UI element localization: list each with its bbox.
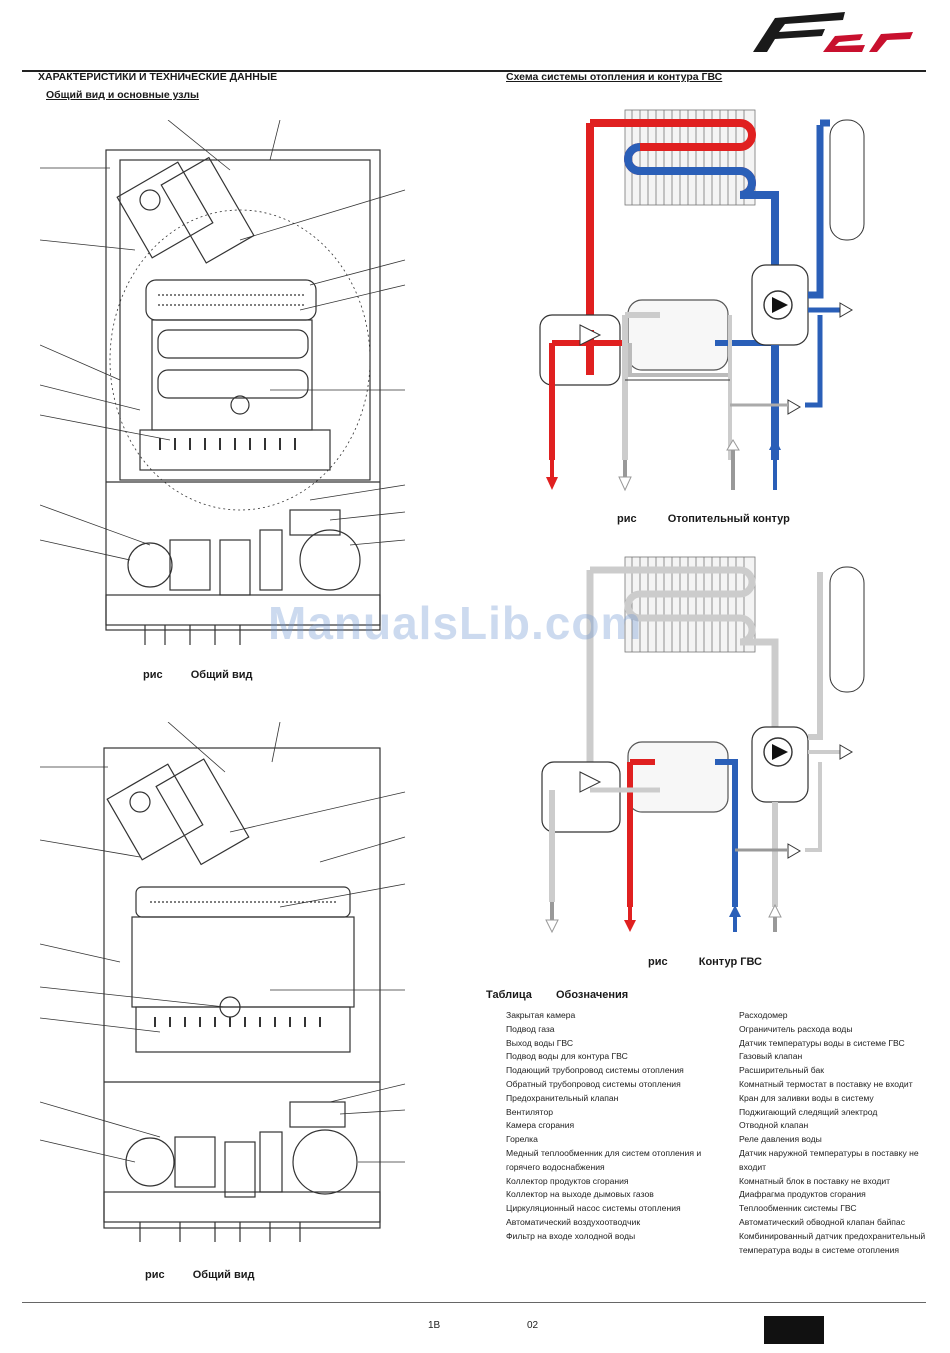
- page-number-right: 02: [527, 1320, 539, 1331]
- figure1-caption-text: Общий вид: [190, 669, 253, 681]
- legend-item: Датчик наружной температуры в поставку н…: [739, 1147, 919, 1172]
- fan-icon: [106, 758, 250, 866]
- legend-item: Газовый клапан: [739, 1051, 803, 1062]
- legend-item: Подающий трубопровод системы отопления: [506, 1065, 684, 1076]
- legend-item: Комбинированный датчик предохранительный…: [739, 1230, 926, 1255]
- legend-item: Вентилятор: [506, 1106, 554, 1117]
- legend-item: Обратный трубопровод системы отопления: [506, 1078, 681, 1089]
- dhw-diagram-caption: рис Контур ГВС: [648, 956, 762, 968]
- footer-block: [764, 1316, 824, 1344]
- dhw-circuit-diagram: [541, 556, 865, 934]
- heating-caption-prefix: рис: [617, 513, 637, 525]
- figure1-caption-prefix: рис: [143, 669, 163, 681]
- legend-item: Расширительный бак: [739, 1065, 824, 1076]
- section-title: ХАРАКТЕРИСТИКИ И ТЕХНИчЕСКИЕ ДАННЫЕ: [38, 71, 278, 83]
- legend-item: Подвод газа: [506, 1023, 555, 1034]
- legend-item: Медный теплообменник для систем отоплени…: [506, 1147, 702, 1172]
- legend-title: Таблица Обозначения: [486, 989, 628, 1001]
- legend-item: Реле давления воды: [739, 1134, 822, 1145]
- boiler-view-2: [40, 722, 406, 1242]
- legend-title-prefix: Таблица: [486, 989, 532, 1001]
- heating-diagram-caption: рис Отопительный контур: [617, 513, 790, 525]
- dhw-caption-text: Контур ГВС: [698, 956, 762, 968]
- figure2-caption-prefix: рис: [145, 1269, 165, 1281]
- legend-item: Подвод воды для контура ГВС: [506, 1051, 628, 1062]
- header-rule: [22, 70, 926, 72]
- flow-arrow-icon: [546, 438, 781, 492]
- legend-item: Выход воды ГВС: [506, 1037, 574, 1048]
- fer-logo: [753, 12, 913, 52]
- legend-item: Поджигающий следящий электрод: [739, 1106, 878, 1117]
- legend-item: Автоматический воздухоотводчик: [506, 1216, 641, 1227]
- legend-item: Горелка: [506, 1134, 538, 1145]
- subsection-title: Общий вид и основные узлы: [46, 89, 200, 101]
- figure2-caption-text: Общий вид: [192, 1269, 255, 1281]
- legend-item: Комнатный термостат в поставку не входит: [739, 1078, 913, 1089]
- legend-item: Предохранительный клапан: [506, 1092, 619, 1103]
- legend-item: Комнатный блок в поставку не входит: [739, 1175, 891, 1186]
- figure1-caption: рис Общий вид: [143, 669, 252, 681]
- legend-item: Коллектор продуктов сгорания: [506, 1175, 629, 1186]
- legend-item: Автоматический обводной клапан байпас: [739, 1216, 906, 1227]
- legend-item: Датчик температуры воды в системе ГВС: [739, 1037, 905, 1048]
- figure2-caption: рис Общий вид: [145, 1269, 254, 1281]
- heating-circuit-diagram: [539, 109, 865, 492]
- page-number-left: 1В: [428, 1320, 441, 1331]
- legend-item: Коллектор на выходе дымовых газов: [506, 1189, 654, 1200]
- legend-item: Циркуляционный насос системы отопления: [506, 1203, 681, 1214]
- heating-caption-text: Отопительный контур: [667, 513, 790, 525]
- legend-item: Диафрагма продуктов сгорания: [739, 1189, 866, 1200]
- legend-item: Теплообменник системы ГВС: [739, 1203, 857, 1214]
- watermark: ManualsLib.com: [268, 597, 643, 649]
- legend-item: Закрытая камера: [506, 1010, 576, 1020]
- footer-rule: [22, 1302, 926, 1303]
- legend-item: Ограничитель расхода воды: [739, 1023, 853, 1034]
- legend-item: Фильтр на входе холодной воды: [506, 1230, 636, 1241]
- boiler-view-1: [40, 120, 406, 645]
- legend-item: Камера сгорания: [506, 1120, 575, 1131]
- flow-arrow-icon: [545, 902, 782, 934]
- legend-item: Расходомер: [739, 1010, 788, 1020]
- legend-title-text: Обозначения: [555, 989, 629, 1001]
- diagram-section-title: Схема системы отопления и контура ГВС: [506, 71, 723, 83]
- legend-item: Кран для заливки воды в систему: [739, 1092, 874, 1103]
- legend-item: Отводной клапан: [739, 1120, 809, 1131]
- dhw-caption-prefix: рис: [648, 956, 668, 968]
- fan-icon: [116, 156, 255, 264]
